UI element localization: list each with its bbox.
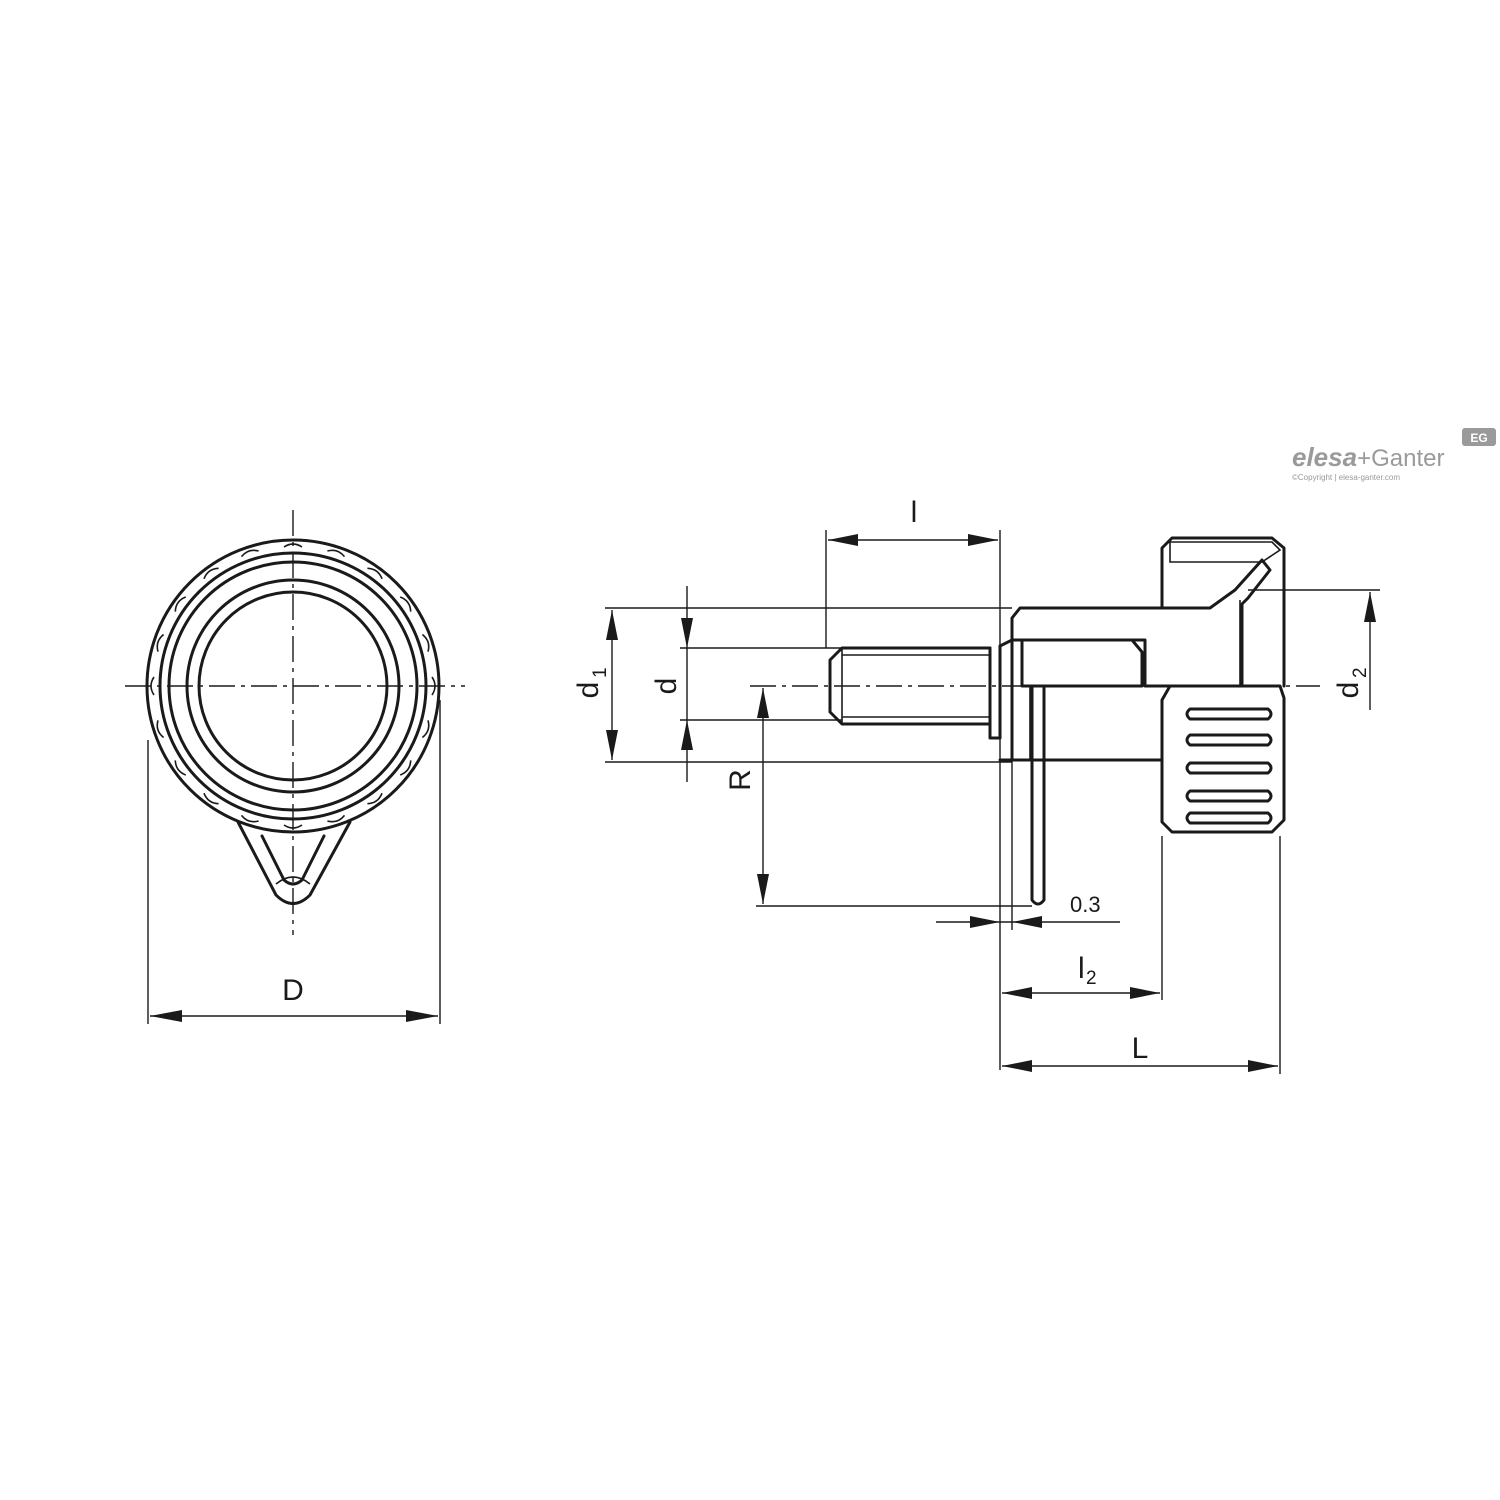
knurl-bump: [367, 567, 383, 580]
knurl-bump: [203, 792, 219, 805]
logo-badge-text: EG: [1470, 431, 1487, 445]
front-view: D: [125, 510, 465, 1024]
dim-gap-arrow-right: [1012, 916, 1042, 928]
knurl-bump: [399, 760, 412, 776]
knob-head-bottom: [1160, 684, 1286, 834]
pull-pin-stem: [1030, 684, 1046, 906]
pull-ring-inner: [260, 834, 326, 886]
dim-D-arrow-left: [150, 1010, 182, 1022]
dim-d-arrow-bottom: [681, 720, 693, 750]
svg-text:d: d: [572, 682, 605, 699]
knob-head-top: [1160, 536, 1286, 688]
knurl-bump: [174, 760, 187, 776]
dim-L-arrow-right: [1248, 1060, 1278, 1072]
knob-rib: [1185, 761, 1273, 775]
knob-outer-rim: [145, 538, 441, 834]
knurl-bump: [283, 824, 303, 829]
label-R: R: [724, 769, 757, 791]
dim-d1-arrow-bottom: [606, 730, 618, 760]
lower-body-outline: [1010, 684, 1164, 762]
threaded-pin: [828, 646, 992, 726]
knob-face-inner: [197, 590, 389, 782]
knurl-bump: [156, 633, 165, 652]
label-d: d: [650, 678, 683, 695]
dim-l2-arrow-left: [1002, 987, 1032, 999]
knob-rib: [1185, 707, 1273, 721]
knurl-bump: [431, 676, 436, 696]
knurl-bump: [399, 596, 412, 612]
dim-d2-arrow-top: [1364, 592, 1376, 622]
logo-badge: [1462, 428, 1496, 446]
dim-R-arrow-bottom: [757, 874, 769, 904]
svg-text:l: l: [1078, 952, 1085, 985]
dim-l2-arrow-right: [1130, 987, 1160, 999]
label-gap: 0.3: [1070, 892, 1101, 917]
pull-ring-outer: [236, 820, 352, 905]
label-d1: d 1: [572, 667, 611, 698]
knurl-bumps: [150, 543, 436, 829]
dim-gap-arrow-left: [970, 916, 1000, 928]
knob-rib: [1185, 811, 1273, 825]
knurl-bump: [240, 549, 259, 558]
knob-rim-inner: [158, 551, 428, 821]
knurl-bump: [327, 549, 346, 558]
knob-section-hatched: [1010, 558, 1272, 688]
knurl-bump: [421, 633, 430, 652]
knurl-bump: [367, 792, 383, 805]
knurl-bump: [174, 596, 187, 612]
pin-collar: [988, 644, 1002, 740]
knurl-bump: [283, 543, 303, 548]
dim-R-arrow-top: [757, 688, 769, 718]
dim-d-arrow-top: [681, 618, 693, 648]
dim-L-arrow-left: [1002, 1060, 1032, 1072]
side-view: l d 1 d R d 2 0.3: [572, 496, 1380, 1074]
knob-rib: [1185, 733, 1273, 747]
knurl-bump: [203, 567, 219, 580]
svg-text:2: 2: [1086, 968, 1097, 989]
knurl-bump: [150, 676, 155, 696]
pull-ring-arc: [275, 876, 311, 885]
knob-face-outer: [185, 578, 401, 794]
dim-l-arrow-left: [828, 534, 858, 546]
mounting-collar: [998, 638, 1014, 762]
label-d2: d 2: [1332, 667, 1371, 698]
knurl-bump: [240, 814, 259, 823]
dim-d1-arrow-top: [606, 610, 618, 640]
label-D: D: [282, 974, 304, 1007]
logo-copyright: ©Copyright | elesa-ganter.com: [1292, 473, 1400, 482]
label-l2: l 2: [1078, 952, 1097, 989]
knob-ribs: [1185, 707, 1273, 825]
svg-text:1: 1: [590, 667, 611, 678]
dim-l-arrow-right: [968, 534, 998, 546]
plunger-section-hatched: [1020, 638, 1144, 688]
svg-text:d: d: [1332, 682, 1365, 699]
knob-rib: [1185, 789, 1273, 803]
knurl-bump: [327, 814, 346, 823]
svg-text:2: 2: [1350, 667, 1371, 678]
knob-head-top-hatch: [1169, 541, 1282, 563]
knurl-bump: [156, 720, 165, 739]
brand-logo: elesa+Ganter EG ©Copyright | elesa-gante…: [1292, 428, 1496, 482]
knurl-bump: [421, 720, 430, 739]
logo-wordmark: elesa+Ganter: [1292, 442, 1444, 472]
label-L: L: [1132, 1032, 1149, 1065]
label-l: l: [911, 496, 918, 529]
knob-body-ring: [167, 560, 419, 812]
dim-D-arrow-right: [406, 1010, 438, 1022]
